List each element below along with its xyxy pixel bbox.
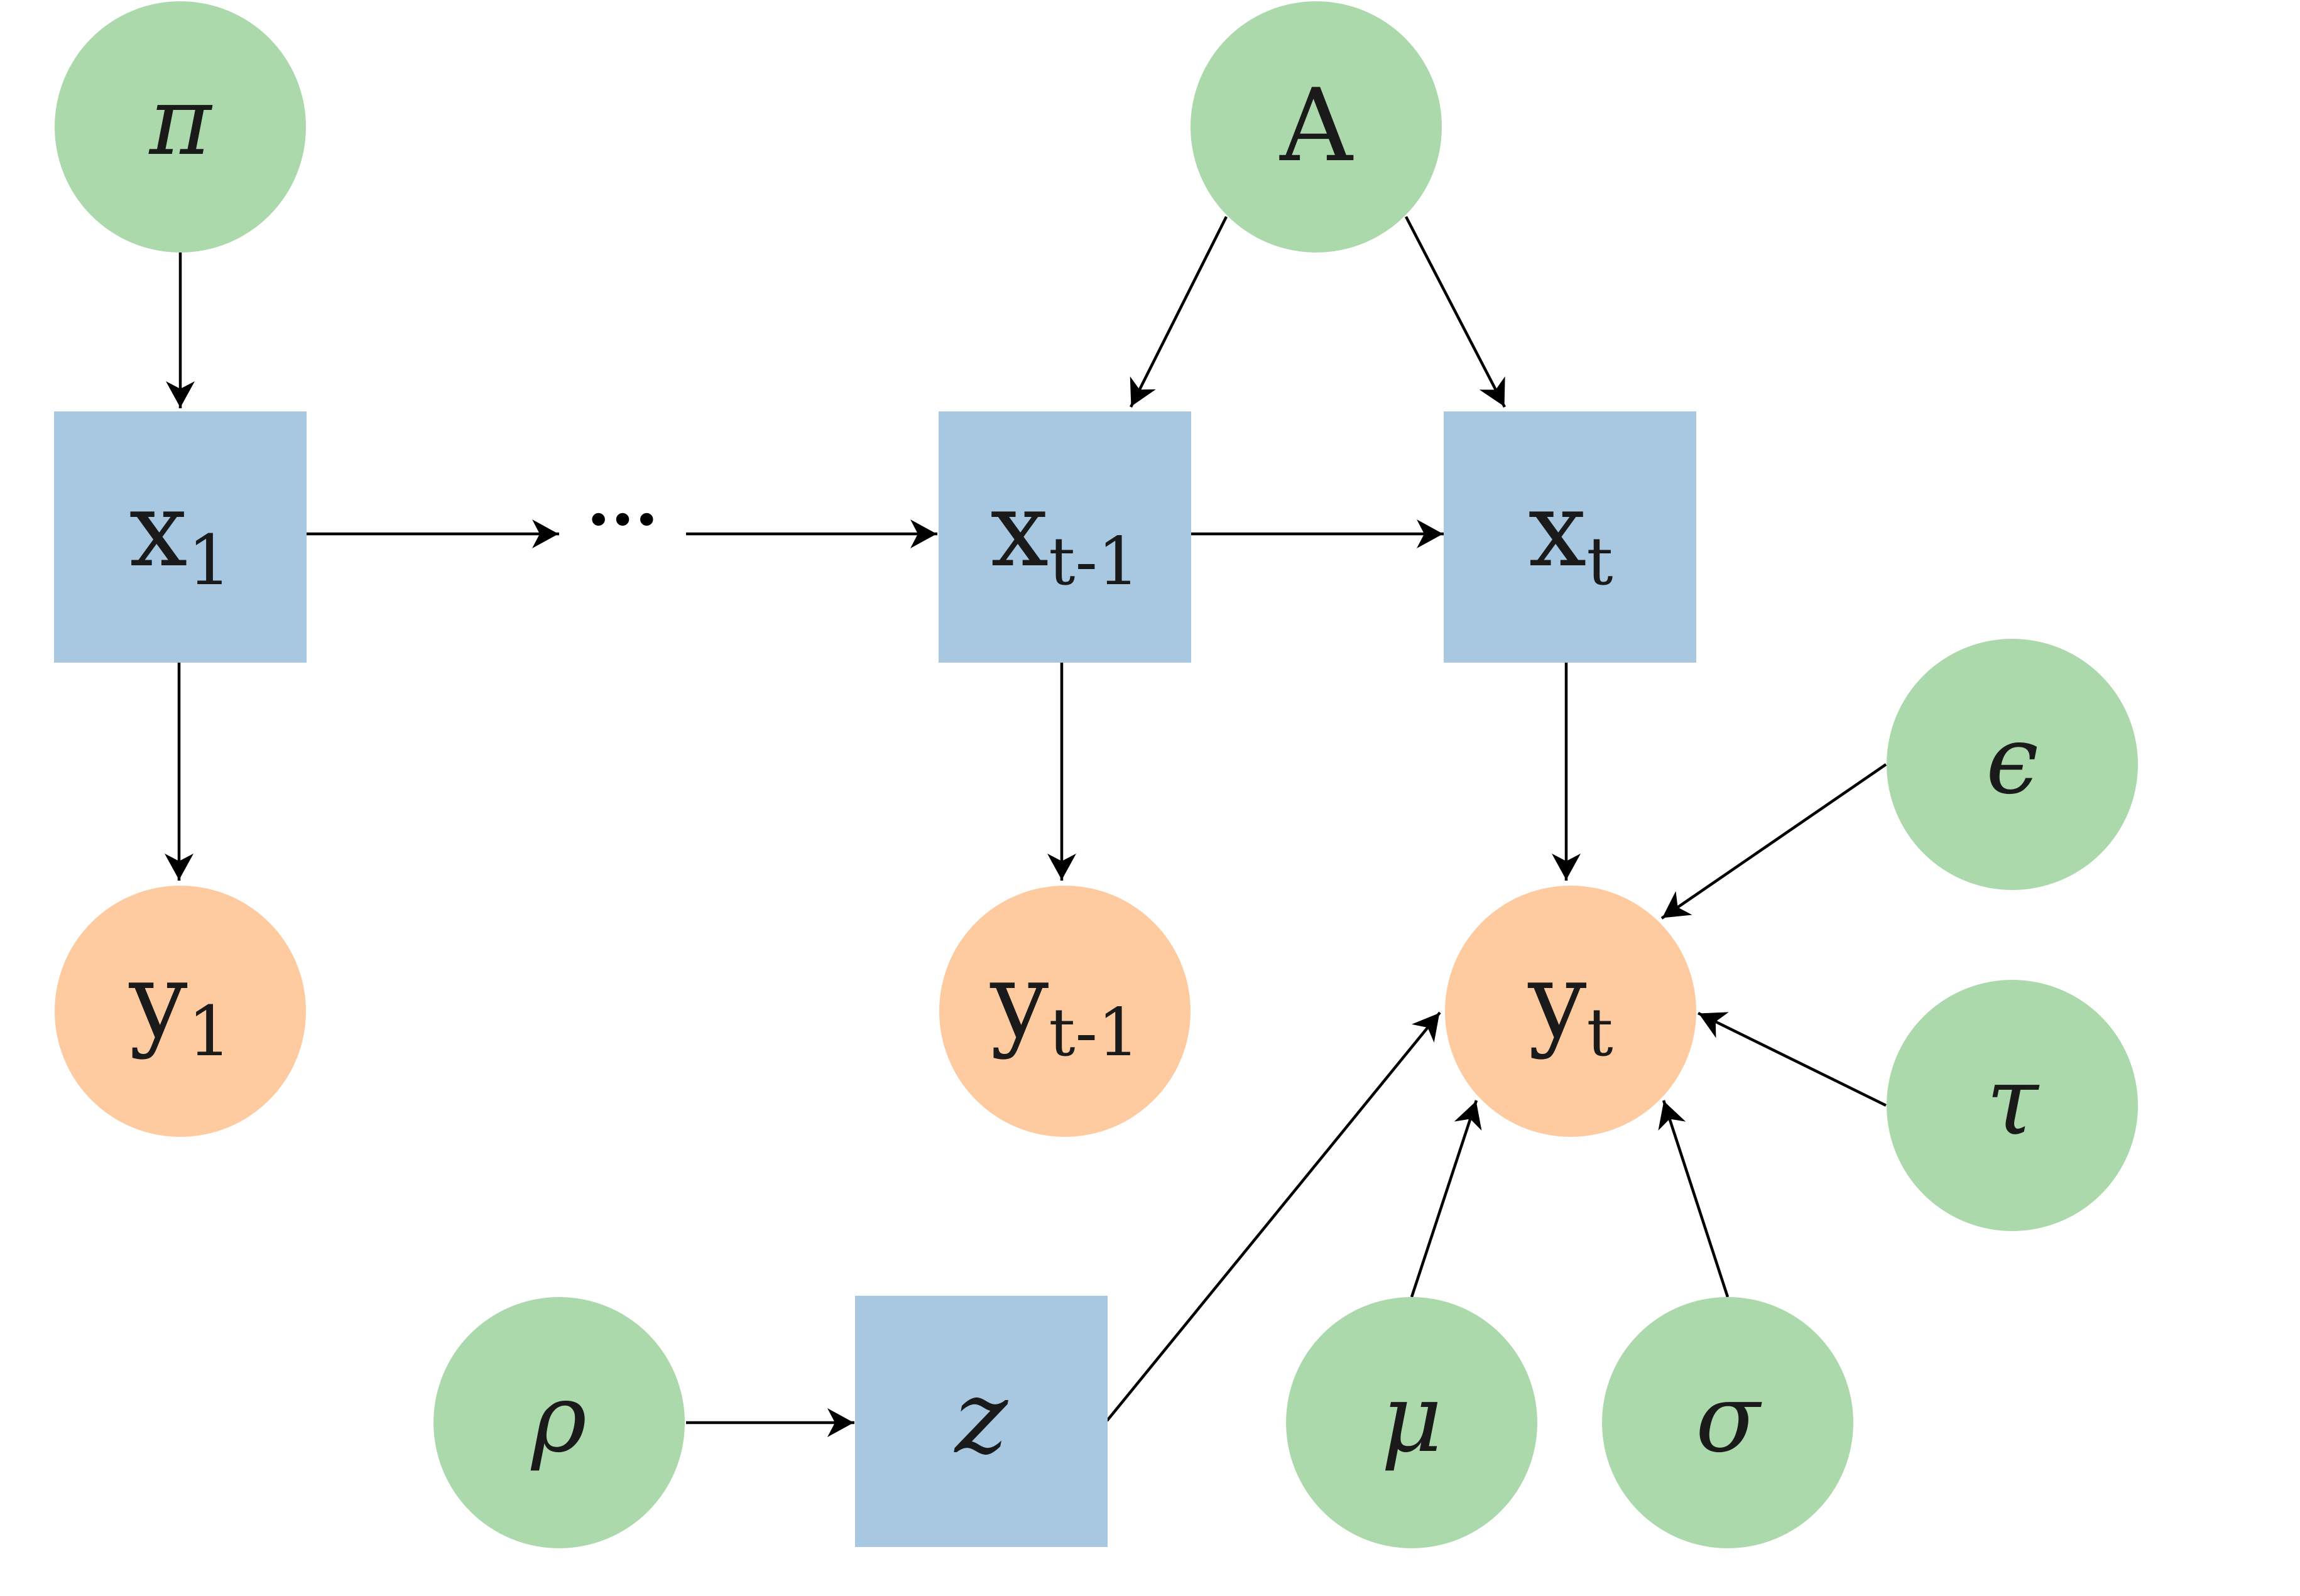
label-yt-1: yt-1: [989, 940, 1140, 1071]
observation-nodes: [55, 886, 1696, 1137]
node-labels: π A x1 xt-1 xt y1 yt-1 yt ϵ τ ρ z μ σ ··…: [128, 67, 2039, 1476]
label-y1: y1: [128, 940, 231, 1072]
node-yt: [1445, 886, 1696, 1137]
label-sigma: σ: [1696, 1364, 1762, 1474]
edge-mu-to-yt: [1410, 1100, 1482, 1298]
ellipsis-label: ···: [587, 479, 659, 560]
label-xt-1: xt-1: [990, 469, 1140, 600]
edge-sigma-to-yt: [1658, 1100, 1730, 1298]
node-yt-1: [939, 886, 1191, 1137]
label-rho: ρ: [530, 1364, 587, 1474]
edge-A-to-xt1: [1129, 215, 1228, 408]
label-A: A: [1279, 67, 1354, 184]
label-yt: yt: [1527, 940, 1613, 1071]
label-x1: x1: [129, 469, 231, 600]
hidden-state-nodes: [54, 411, 1696, 1547]
node-z: [855, 1296, 1108, 1547]
edges: [165, 215, 1887, 1437]
node-rho: [433, 1297, 685, 1548]
edge-eps-to-yt: [1660, 763, 1887, 920]
edge-A-to-xt: [1405, 215, 1506, 408]
node-pi: [55, 1, 306, 252]
node-epsilon: [1887, 639, 2138, 890]
label-epsilon: ϵ: [1986, 706, 2039, 815]
node-xt-1: [939, 411, 1191, 663]
edge-tau-to-yt: [1698, 1011, 1887, 1107]
node-tau: [1887, 980, 2138, 1231]
node-sigma: [1602, 1297, 1853, 1548]
parameter-nodes: [55, 1, 2138, 1548]
label-xt: xt: [1528, 469, 1613, 600]
node-A: [1191, 1, 1442, 252]
node-xt: [1444, 411, 1696, 663]
node-x1: [54, 411, 307, 663]
label-pi: π: [148, 67, 213, 176]
node-y1: [55, 886, 306, 1137]
node-mu: [1286, 1297, 1537, 1548]
edge-z-to-yt: [1106, 1011, 1441, 1422]
label-tau: τ: [1987, 1047, 2040, 1156]
label-z: z: [954, 1359, 1009, 1476]
label-mu: μ: [1381, 1364, 1442, 1474]
